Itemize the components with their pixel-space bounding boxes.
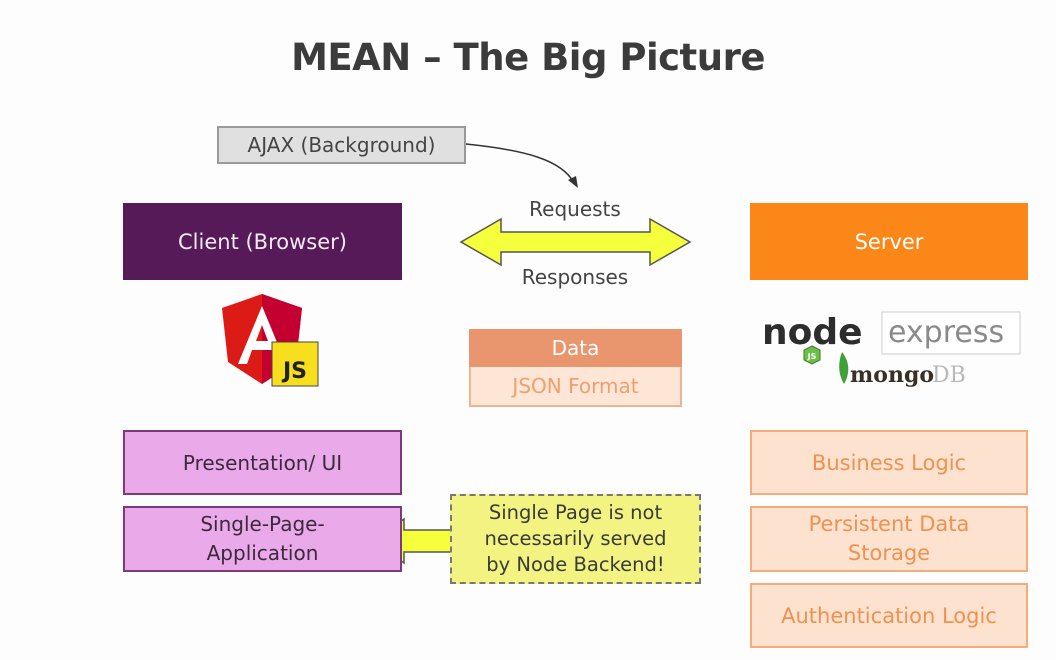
requests-responses-arrow: [459, 217, 692, 267]
angular-js-badge: JS: [281, 359, 307, 384]
backend-logos: node JS express mongo DB: [762, 311, 1021, 388]
authentication-logic-box: Authentication Logic: [750, 583, 1028, 648]
json-format-label: JSON Format: [469, 367, 682, 407]
ajax-curve-arrowhead: [568, 176, 578, 188]
presentation-ui-box: Presentation/ UI: [123, 430, 402, 495]
server-box: Server: [750, 203, 1028, 280]
persistent-storage-box: Persistent Data Storage: [750, 506, 1028, 572]
mongodb-logo: mongo: [850, 362, 934, 388]
spa-note: Single Page is not necessarily served by…: [450, 494, 701, 584]
mongodb-leaf-icon: [839, 352, 849, 384]
svg-text:DB: DB: [932, 363, 966, 388]
requests-label: Requests: [529, 197, 621, 221]
ajax-label: AJAX (Background): [217, 126, 466, 164]
express-logo-frame: [881, 311, 1021, 355]
responses-label: Responses: [521, 265, 629, 289]
business-logic-box: Business Logic: [750, 430, 1028, 495]
angular-logo: JS: [222, 294, 319, 387]
client-box: Client (Browser): [123, 203, 402, 280]
spa-box: Single-Page- Application: [123, 506, 402, 572]
ajax-curve-arrow: [465, 143, 575, 184]
svg-text:JS: JS: [807, 352, 817, 361]
express-logo: express: [888, 315, 1004, 350]
data-header: Data: [469, 329, 682, 367]
page-title: MEAN – The Big Picture: [291, 36, 765, 79]
